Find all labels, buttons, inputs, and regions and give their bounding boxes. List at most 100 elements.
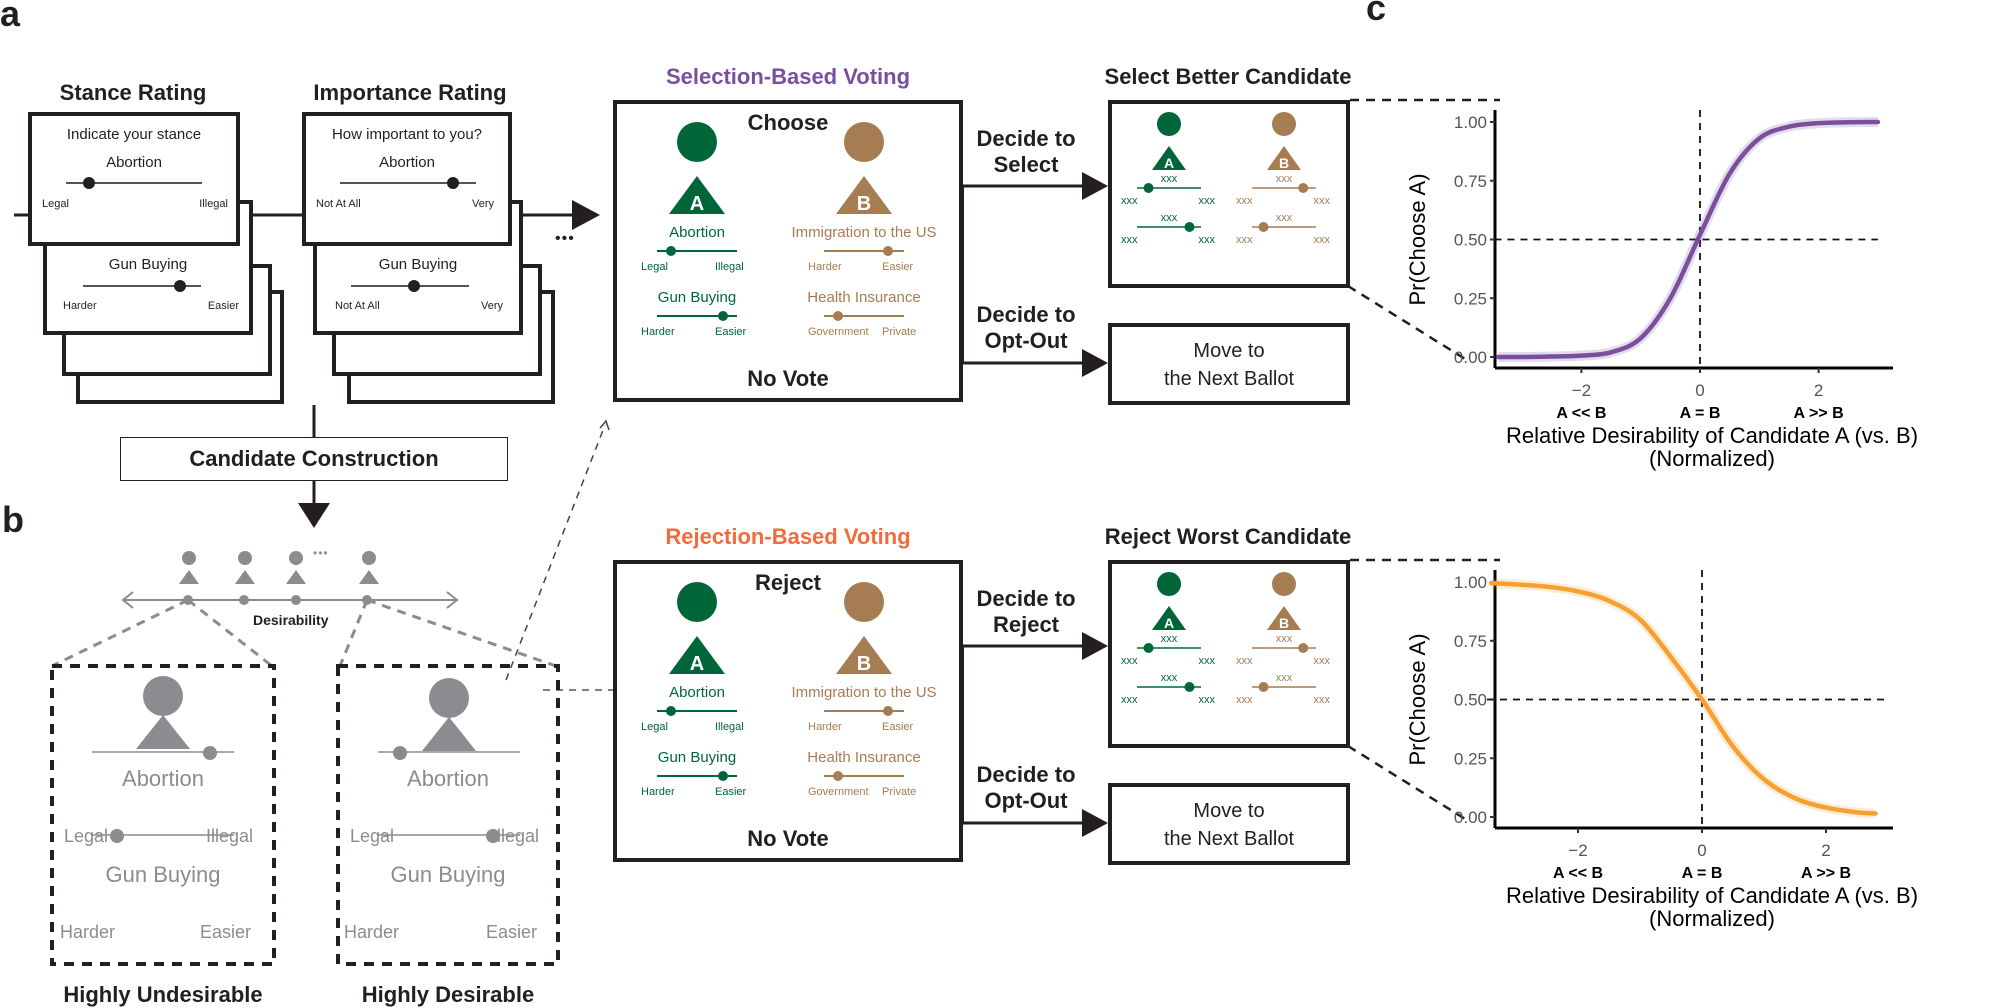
x-category-label: A << B	[1556, 405, 1606, 422]
selection-candidate-a-right-1: Illegal	[715, 261, 744, 273]
stance-abortion-issue: Abortion	[106, 154, 162, 171]
y-tick-label: 1.00	[1454, 573, 1487, 592]
x-category-label: A = B	[1682, 865, 1723, 882]
y-tick-label: 0.25	[1454, 749, 1487, 768]
svg-text:xxx: xxx	[1314, 195, 1331, 207]
rejection-candidate-a-slider-1	[657, 710, 737, 712]
rejection-candidate-a-right-1: Illegal	[715, 721, 744, 733]
selection-no-vote-label[interactable]: No Vote	[747, 366, 829, 391]
rejection-candidate-b-issue-1: Immigration to the US	[791, 684, 937, 701]
rejection-candidate-a-left-1: Legal	[641, 721, 668, 733]
stance-card-abortion: Indicate your stance Abortion Legal Ille…	[28, 112, 240, 246]
svg-text:xxx: xxx	[1276, 212, 1293, 224]
selection-result-title: Select Better Candidate	[1104, 64, 1352, 89]
rejection-candidate-a-issue-1: Abortion	[669, 684, 725, 701]
selection-candidate-b-right-2: Private	[882, 326, 917, 338]
y-tick-label: 1.00	[1454, 113, 1487, 132]
y-tick-label: 0.50	[1454, 231, 1487, 250]
x-tick-label: 0	[1697, 841, 1706, 860]
y-tick-label: 0.75	[1454, 632, 1487, 651]
svg-text:A: A	[690, 193, 704, 215]
rejection-no-vote-label[interactable]: No Vote	[747, 826, 829, 851]
desirable-issue-2: Gun Buying	[390, 862, 506, 887]
svg-text:xxx: xxx	[1121, 655, 1138, 667]
svg-text:xxx: xxx	[1161, 633, 1178, 645]
selection-candidate-a-issue-1: Abortion	[669, 224, 725, 241]
undesirable-slider-2-dot	[110, 829, 124, 843]
panel-label-a: a	[0, 0, 21, 34]
highly-desirable-caption: Highly Desirable	[361, 982, 535, 1007]
y-axis-title: Pr(Choose A)	[1405, 173, 1430, 305]
candidate-a-icon[interactable]: A	[669, 122, 725, 215]
rejection-candidate-b-left-1: Harder	[808, 721, 842, 733]
candidate-a-icon[interactable]: A	[669, 582, 725, 675]
desirable-right-2: Easier	[486, 922, 538, 942]
series-confidence-band	[1490, 578, 1876, 819]
svg-text:xxx: xxx	[1161, 212, 1178, 224]
desirable-left-1: Legal	[350, 826, 395, 846]
rejection-candidate-b-slider-dot-1	[883, 706, 893, 716]
rejection-candidate-a-right-2: Easier	[715, 786, 747, 798]
candidate-b-icon[interactable]: B	[836, 122, 892, 215]
rejection-candidate-b-right-2: Private	[882, 786, 917, 798]
selection-branch-line	[961, 186, 964, 363]
series-line	[1488, 580, 1878, 816]
x-category-label: A >> B	[1794, 405, 1844, 422]
stance-gun-issue: Gun Buying	[108, 256, 188, 273]
svg-text:B: B	[1279, 155, 1289, 171]
x-category-label: A >> B	[1801, 865, 1851, 882]
svg-text:xxx: xxx	[1236, 694, 1253, 706]
selection-move-next-box[interactable]: Move to the Next Ballot	[1108, 323, 1350, 405]
undesirable-right-1: Illegal	[206, 826, 254, 846]
rejection-candidate-a-slider-2	[657, 775, 737, 777]
x-axis-subtitle: (Normalized)	[1649, 906, 1775, 931]
selection-candidate-a-issue-2: Gun Buying	[657, 289, 737, 306]
rejection-voting-title: Rejection-Based Voting	[665, 524, 911, 549]
y-tick-label: 0.00	[1454, 348, 1487, 367]
selection-candidate-b-slider-dot-1	[883, 246, 893, 256]
desirable-slider-1-dot	[393, 746, 407, 760]
arrow-decide-reject	[1082, 632, 1108, 660]
selection-candidate-a-slider-dot-2	[717, 311, 728, 321]
more-cards-ellipsis: •••	[555, 230, 575, 247]
undesirable-issue-2: Gun Buying	[105, 862, 221, 887]
importance-gun-left: Not At All	[335, 300, 380, 312]
importance-abortion-slider-dot	[447, 177, 459, 189]
rejection-branch-line	[961, 646, 964, 823]
importance-gun-slider-dot	[408, 280, 420, 292]
rejection-candidate-b-left-2: Government	[808, 786, 869, 798]
svg-text:xxx: xxx	[1314, 234, 1331, 246]
rejection-decide-main-label: Decide to Reject	[976, 586, 1076, 637]
y-tick-label: 0.00	[1454, 808, 1487, 827]
panel-label-c: c	[1366, 0, 1387, 28]
importance-abortion-issue: Abortion	[379, 154, 435, 171]
selection-decide-main-label: Decide to Select	[976, 126, 1076, 177]
candidate-b-icon[interactable]: B	[836, 582, 892, 675]
selection-candidate-b-left-2: Government	[808, 326, 869, 338]
stance-gun-slider-dot	[174, 280, 186, 292]
svg-text:B: B	[857, 653, 871, 675]
rejection-candidate-b-right-1: Easier	[882, 721, 914, 733]
stance-abortion-left: Legal	[42, 198, 69, 210]
x-tick-label: 0	[1695, 381, 1704, 400]
svg-text:xxx: xxx	[1161, 672, 1178, 684]
rejection-candidate-b-slider-dot-2	[833, 771, 844, 781]
svg-text:xxx: xxx	[1121, 694, 1138, 706]
rejection-move-next-box[interactable]: Move to the Next Ballot	[1108, 783, 1350, 865]
svg-text:xxx: xxx	[1199, 234, 1216, 246]
arrow-opt-out-selection	[1082, 349, 1108, 377]
rejection-decide-optout-label: Decide to Opt-Out	[976, 762, 1076, 813]
stance-gun-right: Easier	[207, 300, 239, 312]
undesirable-left-1: Legal	[64, 826, 109, 846]
selection-box-top-label: Choose	[747, 110, 829, 135]
